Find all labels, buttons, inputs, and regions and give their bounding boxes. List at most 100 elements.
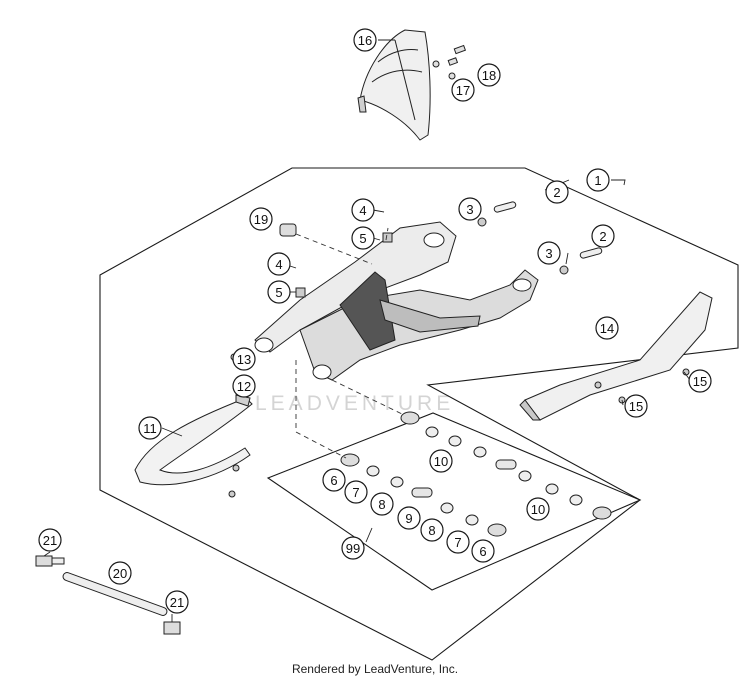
callout-circle	[38, 528, 62, 552]
chain-guard-part	[357, 29, 431, 141]
callout-circle	[341, 536, 365, 560]
callout-circle	[397, 506, 421, 530]
callout-circle	[138, 416, 162, 440]
callout-number: 10	[531, 502, 545, 517]
bearing-parts	[340, 411, 612, 537]
callout-number: 11	[143, 421, 157, 436]
pivot-bushings	[279, 201, 603, 298]
swingarm-kit-outline	[99, 167, 739, 661]
callout-circle	[537, 241, 561, 265]
callout-circle	[353, 28, 377, 52]
callout-circle	[429, 449, 453, 473]
callout-7: 7	[446, 530, 470, 554]
callout-circle	[108, 561, 132, 585]
watermark-text: LEADVENTURE	[255, 392, 454, 415]
callout-number: 18	[482, 68, 496, 83]
footer-credit: Rendered by LeadVenture, Inc.	[291, 662, 459, 676]
callout-circle	[267, 252, 291, 276]
callout-9: 9	[397, 506, 421, 530]
callout-number: 10	[434, 454, 448, 469]
callout-number: 21	[43, 533, 57, 548]
callout-number: 15	[693, 374, 707, 389]
callout-circle	[688, 369, 712, 393]
callout-number: 6	[479, 544, 486, 559]
callout-1: 1	[586, 168, 610, 192]
callout-4: 4	[351, 198, 375, 222]
axis-line-bushing	[385, 227, 389, 241]
callout-number: 9	[405, 511, 412, 526]
callout-number: 14	[600, 321, 614, 336]
callout-number: 19	[254, 212, 268, 227]
callout-11: 11	[138, 416, 162, 440]
callout-number: 7	[454, 535, 461, 550]
axis-line-bearing-2	[331, 379, 403, 415]
callout-number: 5	[275, 285, 282, 300]
callout-circle	[351, 198, 375, 222]
callout-circle	[526, 497, 550, 521]
callout-5: 5	[351, 226, 375, 250]
callout-number: 17	[456, 83, 470, 98]
callout-5: 5	[267, 280, 291, 304]
callout-4: 4	[267, 252, 291, 276]
callout-number: 8	[378, 497, 385, 512]
callout-circle	[232, 347, 256, 371]
callout-20: 20	[108, 561, 132, 585]
callout-10: 10	[429, 449, 453, 473]
callout-8: 8	[420, 518, 444, 542]
callout-number: 2	[599, 229, 606, 244]
callout-number: 4	[359, 203, 366, 218]
callout-19: 19	[249, 207, 273, 231]
callout-7: 7	[344, 480, 368, 504]
callout-circle	[249, 207, 273, 231]
callout-circle	[344, 480, 368, 504]
callout-circle	[351, 226, 375, 250]
callout-3: 3	[537, 241, 561, 265]
callout-circle	[165, 590, 189, 614]
callout-circle	[586, 168, 610, 192]
callout-number: 3	[466, 202, 473, 217]
callout-circle	[624, 394, 648, 418]
axis-line-bearing	[295, 360, 347, 459]
callout-number: 16	[358, 33, 372, 48]
callout-2: 2	[545, 180, 569, 204]
callout-99: 99	[341, 536, 365, 560]
chain-guard-rear-part	[519, 291, 713, 421]
callout-number: 12	[237, 379, 251, 394]
callout-21: 21	[165, 590, 189, 614]
callout-12: 12	[232, 374, 256, 398]
callout-circle	[458, 197, 482, 221]
callout-circle	[322, 468, 346, 492]
callout-number: 20	[113, 566, 127, 581]
axis-line-pivot	[295, 233, 373, 265]
callout-circle	[545, 180, 569, 204]
callout-circle	[370, 492, 394, 516]
callout-number: 8	[428, 523, 435, 538]
axle-part	[35, 555, 181, 635]
callout-circle	[595, 316, 619, 340]
callout-14: 14	[595, 316, 619, 340]
callout-8: 8	[370, 492, 394, 516]
callout-number: 15	[629, 399, 643, 414]
callout-15: 15	[624, 394, 648, 418]
callout-number: 7	[352, 485, 359, 500]
swingarm-part	[254, 221, 539, 381]
callout-16: 16	[353, 28, 377, 52]
callout-21: 21	[38, 528, 62, 552]
callout-number: 21	[170, 595, 184, 610]
callout-number: 6	[330, 473, 337, 488]
callout-circle	[471, 539, 495, 563]
callout-13: 13	[232, 347, 256, 371]
callout-number: 5	[359, 231, 366, 246]
callout-circle	[232, 374, 256, 398]
callout-circle	[591, 224, 615, 248]
callout-3: 3	[458, 197, 482, 221]
callout-circle	[477, 63, 501, 87]
callout-6: 6	[322, 468, 346, 492]
callout-15: 15	[688, 369, 712, 393]
callout-circle	[451, 78, 475, 102]
bearing-kit-outline	[266, 412, 642, 591]
callout-number: 3	[545, 246, 552, 261]
callout-number: 2	[553, 185, 560, 200]
callout-circle	[420, 518, 444, 542]
